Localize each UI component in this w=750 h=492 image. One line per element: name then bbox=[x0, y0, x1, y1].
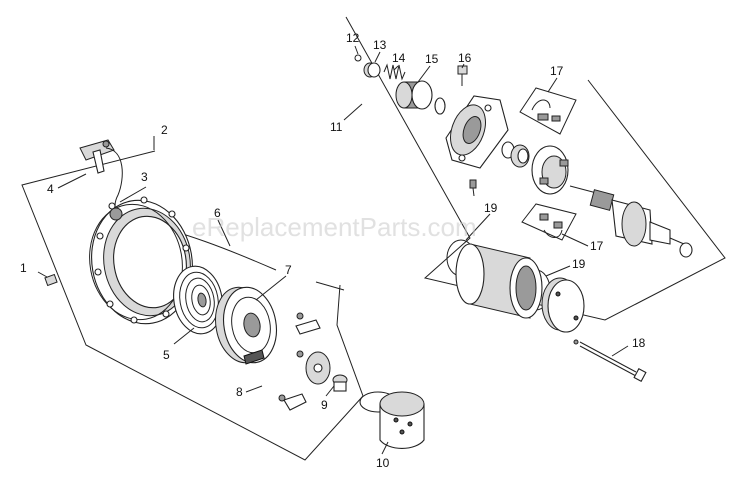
spring-part-14 bbox=[383, 63, 406, 81]
starter-pulley-part-7 bbox=[215, 286, 277, 365]
callout-18: 18 bbox=[632, 336, 646, 350]
brush-terminal-part-17-upper bbox=[519, 87, 577, 135]
bushing-washer bbox=[501, 141, 530, 168]
ratchet-pawls-part-8 bbox=[278, 312, 331, 411]
callout-8: 8 bbox=[236, 385, 243, 399]
recoil-spring-part-5 bbox=[173, 265, 223, 335]
callout-2: 2 bbox=[161, 123, 168, 137]
brush-terminal-part-17-lower bbox=[521, 203, 577, 241]
motor-yoke bbox=[455, 243, 543, 319]
armature bbox=[569, 185, 693, 258]
recoil-starter-group-outline bbox=[21, 150, 364, 461]
watermark-text: eReplacementParts.com bbox=[192, 212, 477, 242]
rear-end-cover bbox=[541, 277, 585, 333]
callout-17-lower: 17 bbox=[590, 239, 604, 253]
callout-1: 1 bbox=[20, 261, 27, 275]
callout-4: 4 bbox=[47, 182, 54, 196]
callout-13: 13 bbox=[373, 38, 387, 52]
bolt-part-1 bbox=[37, 271, 58, 287]
callout-11: 11 bbox=[330, 120, 343, 134]
callout-10: 10 bbox=[376, 456, 390, 470]
callout-7: 7 bbox=[285, 263, 292, 277]
callout-12: 12 bbox=[346, 31, 360, 45]
brush-plate bbox=[531, 145, 569, 195]
bolt-part-9 bbox=[332, 374, 348, 392]
front-bracket-housing bbox=[445, 95, 509, 169]
clip-part-12 bbox=[354, 54, 362, 62]
starter-cup-part-10 bbox=[359, 391, 425, 449]
callout-19-rear: 19 bbox=[572, 257, 586, 271]
callout-14: 14 bbox=[392, 51, 406, 65]
starter-handle-part-4 bbox=[79, 139, 115, 174]
callout-labels: 1 2 3 4 5 6 7 8 9 10 11 12 13 14 15 16 1… bbox=[20, 31, 646, 470]
pinion-gear-part-15 bbox=[395, 80, 446, 115]
bolt-part-16 bbox=[457, 65, 468, 86]
callout-6: 6 bbox=[214, 206, 221, 220]
callout-3: 3 bbox=[141, 170, 148, 184]
leader-lines bbox=[57, 45, 629, 455]
group-outline-join bbox=[315, 281, 345, 291]
through-bolt-part-18 bbox=[573, 339, 647, 383]
callout-19-front: 19 bbox=[484, 201, 498, 215]
callout-9: 9 bbox=[321, 398, 328, 412]
terminal-stud bbox=[469, 179, 477, 197]
starter-housing-part-6 bbox=[89, 196, 193, 325]
callout-15: 15 bbox=[425, 52, 439, 66]
callout-16: 16 bbox=[458, 51, 472, 65]
stop-collar-part-13 bbox=[363, 62, 381, 78]
callout-5: 5 bbox=[163, 348, 170, 362]
callout-17-upper: 17 bbox=[550, 64, 564, 78]
